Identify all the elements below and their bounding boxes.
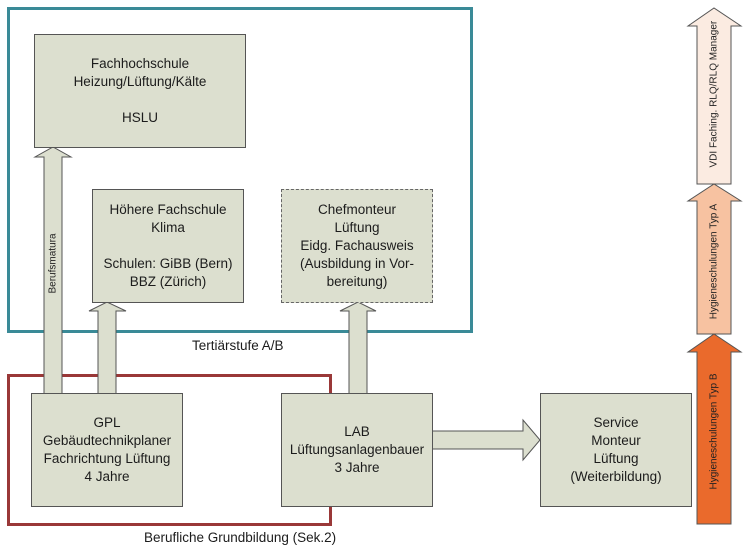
box-line: HSLU (121, 110, 158, 125)
box-line: Lüftungsanlagenbauer (289, 442, 425, 457)
side-arrow-vdi (686, 7, 743, 185)
box-line: Heizung/Lüftung/Kälte (73, 74, 207, 89)
tertiary-level-frame (7, 7, 473, 333)
box-line: Service (593, 415, 639, 430)
box-line: Fachrichtung Lüftung (43, 451, 171, 466)
gpl-box: GPL Gebäudtechnikplaner Fachrichtung Lüf… (31, 393, 183, 507)
box-line: BBZ (Zürich) (129, 274, 207, 289)
box-line: Schulen: GiBB (Bern) (103, 256, 233, 271)
chefmonteur-box: Chefmonteur Lüftung Eidg. Fachausweis (A… (281, 189, 433, 303)
box-line: (Ausbildung in Vor- (299, 256, 415, 271)
box-line: 3 Jahre (334, 460, 380, 475)
fachhochschule-box: Fachhochschule Heizung/Lüftung/Kälte HSL… (34, 34, 246, 148)
lab-box: LAB Lüftungsanlagenbauer 3 Jahre (281, 393, 433, 507)
side-arrow-hygiene-a-label: Hygieneschulungen Typ A (708, 203, 720, 320)
box-line: Fachhochschule (90, 56, 190, 71)
side-arrow-vdi-label: VDI Faching. RLQ/RLQ Manager (708, 20, 720, 168)
box-line: 4 Jahre (84, 469, 130, 484)
box-line: GPL (93, 415, 121, 430)
box-line: (Weiterbildung) (570, 469, 662, 484)
box-line: Höhere Fachschule (109, 202, 227, 217)
lab-to-service-arrow (431, 418, 541, 462)
side-arrow-hygiene-b (686, 333, 743, 525)
box-line: Lüftung (593, 451, 639, 466)
side-arrow-hygiene-b-label: Hygieneschulungen Typ B (708, 373, 720, 490)
basic-training-label: Berufliche Grundbildung (Sek.2) (144, 530, 337, 545)
gpl-to-hf-arrow (88, 301, 127, 395)
tertiary-level-label: Tertiärstufe A/B (192, 338, 284, 353)
lab-to-chefmonteur-arrow (339, 301, 377, 395)
box-line: Eidg. Fachausweis (300, 238, 414, 253)
box-line: Klima (151, 220, 185, 235)
service-box: Service Monteur Lüftung (Weiterbildung) (540, 393, 692, 507)
side-arrow-hygiene-a (686, 183, 743, 335)
box-line: LAB (344, 424, 370, 439)
berufsmatura-label: Berufsmatura (47, 233, 59, 294)
box-line: Gebäudtechnikplaner (42, 433, 172, 448)
box-line: Monteur (591, 433, 641, 448)
hoehere-fachschule-box: Höhere Fachschule Klima Schulen: GiBB (B… (92, 189, 244, 303)
box-line: Lüftung (334, 220, 380, 235)
box-line: Chefmonteur (317, 202, 397, 217)
box-line: bereitung) (326, 274, 388, 289)
berufsmatura-arrow (33, 146, 73, 395)
